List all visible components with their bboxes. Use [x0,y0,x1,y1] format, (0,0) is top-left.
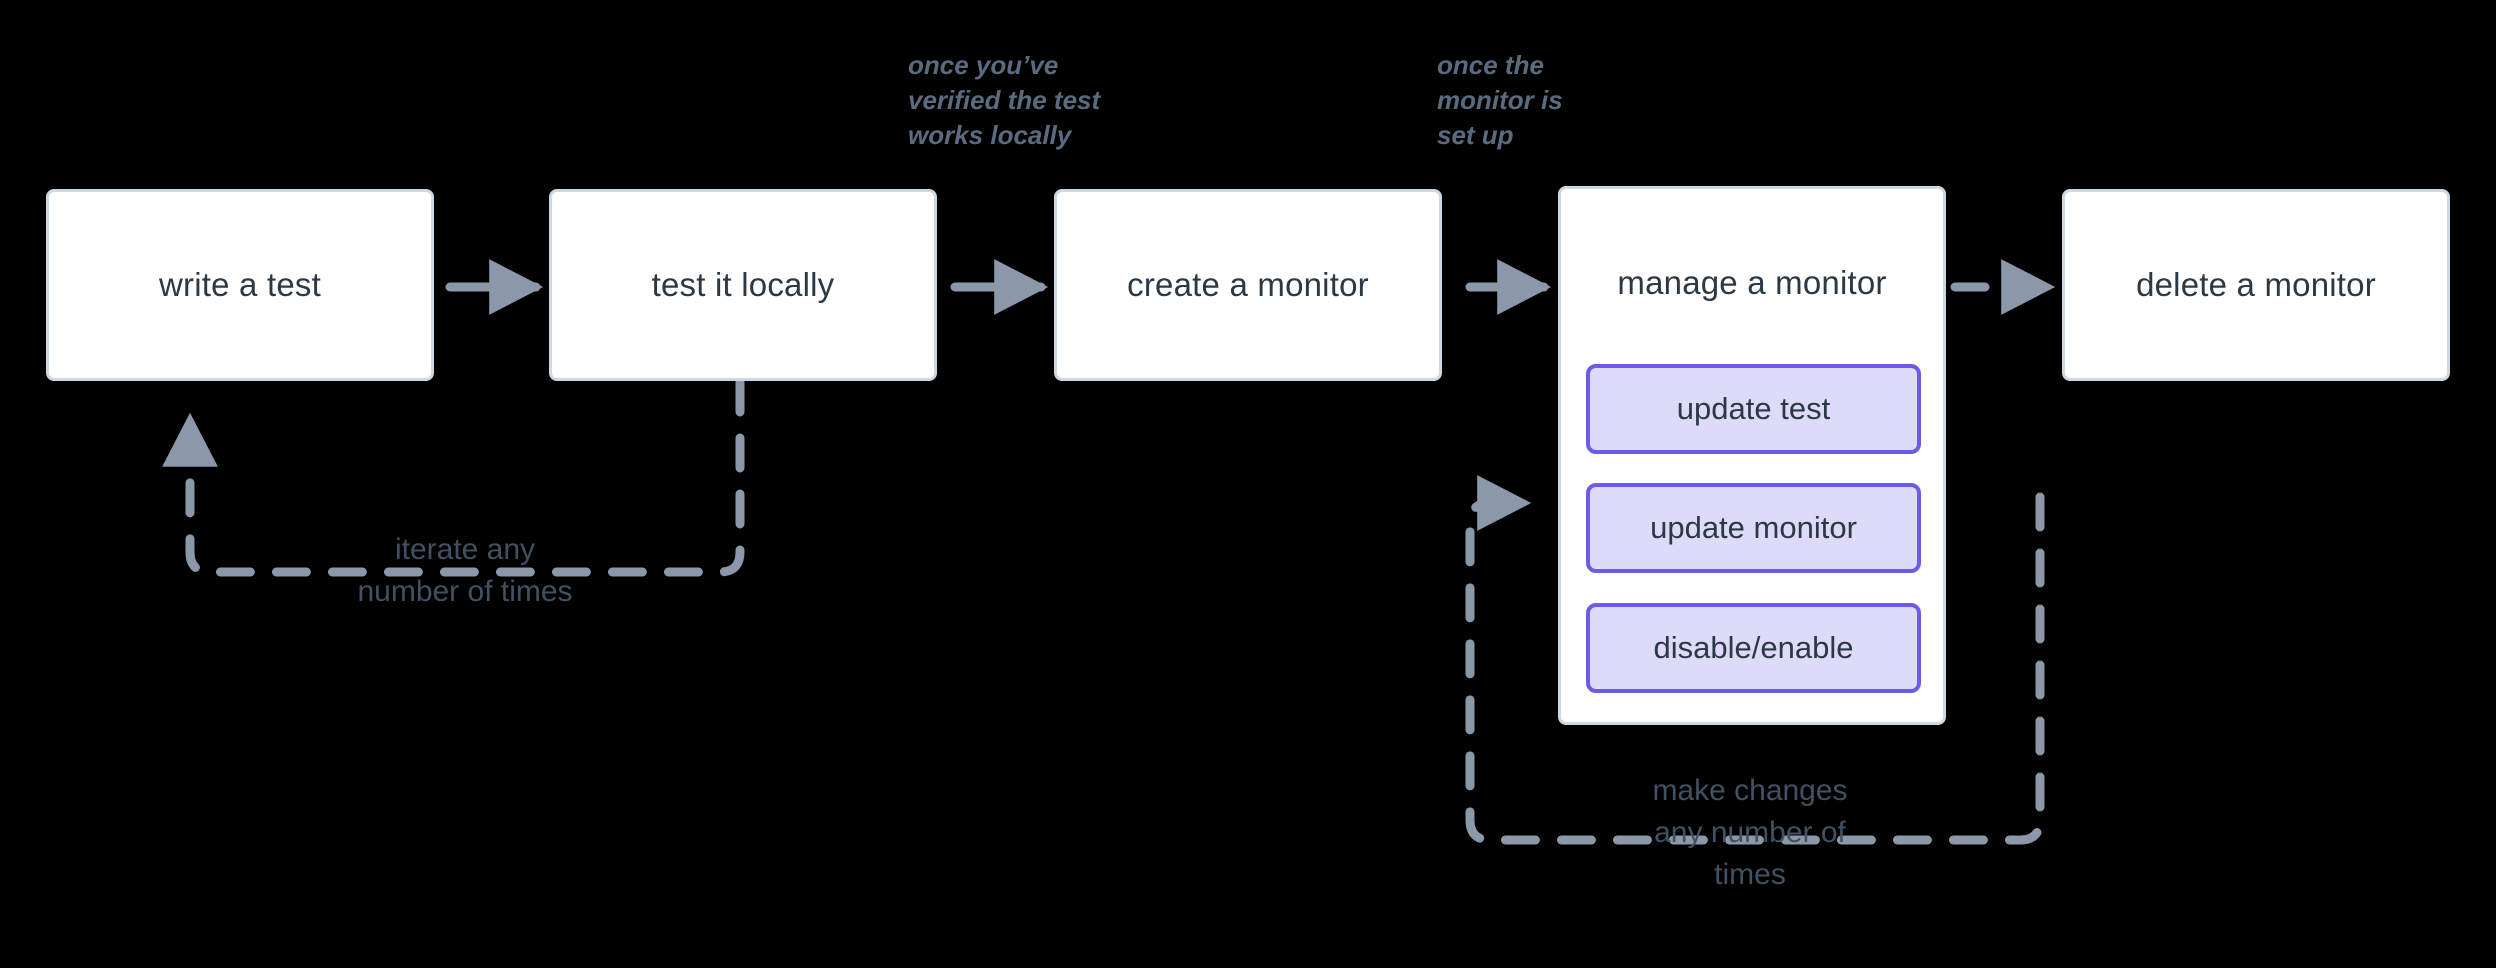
chip-update-monitor[interactable]: update monitor [1586,483,1921,573]
loop-label-iterate: iterate any number of times [357,533,573,608]
chip-label-disable-enable: disable/enable [1653,630,1854,665]
node-label-manage-a-monitor: manage a monitor [1617,264,1887,301]
chip-label-update-test: update test [1676,391,1831,426]
note-setup: once the monitor is set up [1437,50,1563,151]
chip-disable-enable[interactable]: disable/enable [1586,603,1921,693]
chip-label-update-monitor: update monitor [1650,510,1857,545]
node-label-write-a-test: write a test [159,266,321,304]
node-write-a-test[interactable]: write a test [46,189,434,381]
chip-update-test[interactable]: update test [1586,364,1921,454]
node-label-create-a-monitor: create a monitor [1127,266,1369,304]
node-manage-a-monitor[interactable]: manage a monitor update test update moni… [1558,186,1946,725]
note-verified: once you’ve verified the test works loca… [908,50,1101,151]
node-test-it-locally[interactable]: test it locally [549,189,937,381]
node-label-test-it-locally: test it locally [651,266,835,304]
node-label-delete-a-monitor: delete a monitor [2136,266,2376,304]
loop-label-make-changes: make changes any number of times [1652,774,1848,891]
node-create-a-monitor[interactable]: create a monitor [1054,189,1442,381]
node-delete-a-monitor[interactable]: delete a monitor [2062,189,2450,381]
